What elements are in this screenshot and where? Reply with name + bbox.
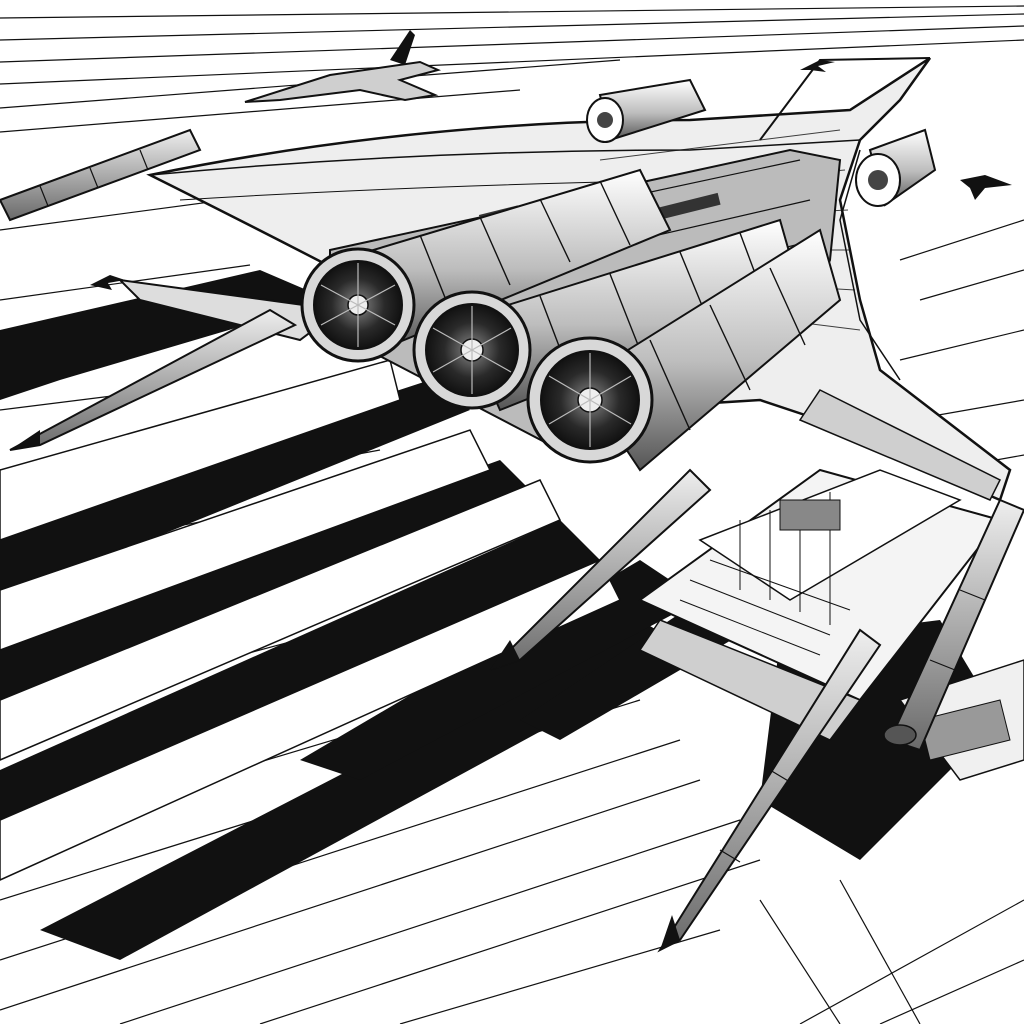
engine-pod-right	[855, 128, 937, 207]
missile-bottom	[657, 628, 882, 953]
escort-jet-small-1	[800, 60, 835, 72]
engine-nacelle-3	[526, 228, 842, 472]
engine-nacelle-1	[300, 168, 672, 363]
engine-pod-top	[586, 78, 707, 143]
escort-jet-small-2	[960, 175, 1012, 200]
escort-jet-top	[244, 30, 442, 103]
missile-left-top	[0, 128, 202, 222]
missile-left	[9, 308, 298, 451]
missile-center	[489, 468, 712, 671]
escort-jet-small-3	[90, 275, 125, 290]
missile-right	[883, 498, 1024, 752]
exhaust-trails	[0, 359, 622, 881]
